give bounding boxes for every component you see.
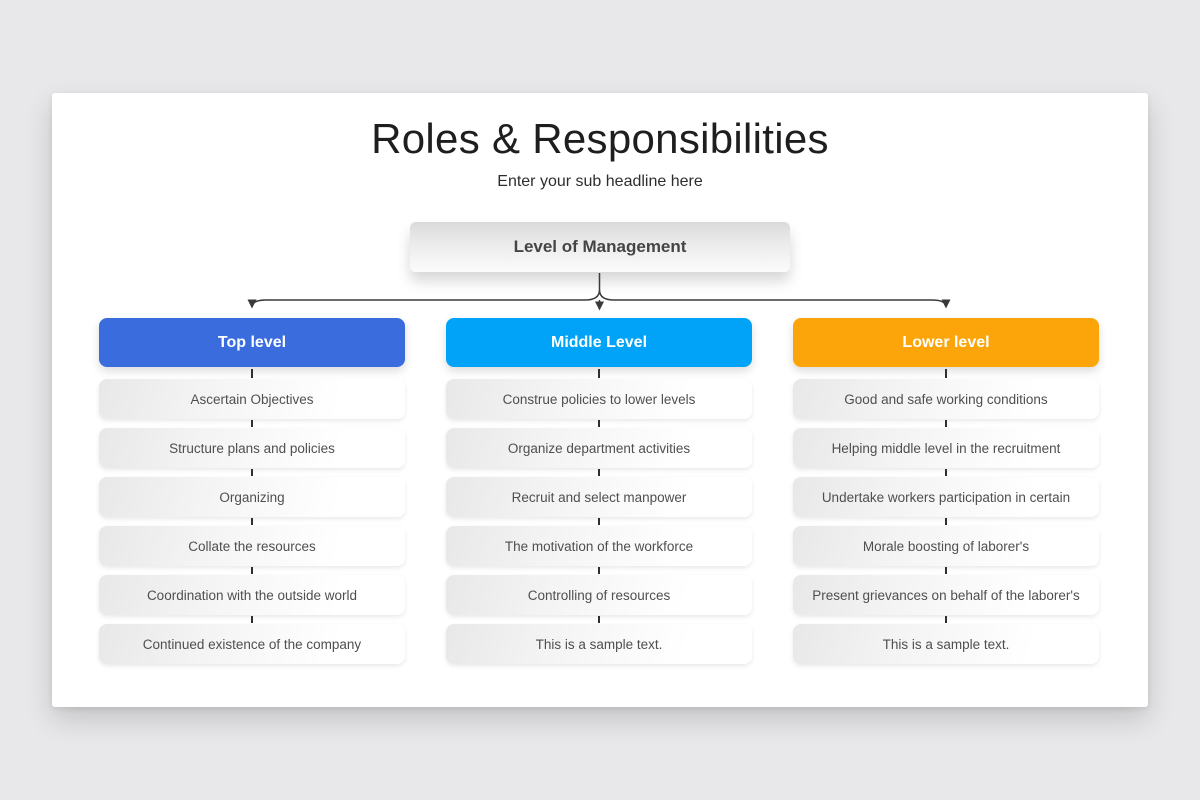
slide: Roles & Responsibilities Enter your sub …: [52, 93, 1148, 707]
list-item: Ascertain Objectives: [99, 379, 405, 419]
list-item: Undertake workers participation in certa…: [793, 477, 1099, 517]
bracket-paths: [247, 273, 951, 311]
connector-gap: [99, 367, 405, 379]
connector-gap: [99, 419, 405, 428]
connector-gap: [99, 517, 405, 526]
dash-connector: [598, 616, 600, 623]
connector-gap: [446, 468, 752, 477]
bracket-connector: [247, 273, 951, 311]
list-item-label: The motivation of the workforce: [504, 538, 694, 554]
list-item-label: Coordination with the outside world: [146, 587, 358, 603]
connector-gap: [446, 419, 752, 428]
list-item: Controlling of resources: [446, 575, 752, 615]
list-item-label: Continued existence of the company: [142, 636, 362, 652]
connector-gap: [793, 468, 1099, 477]
dash-connector: [251, 420, 253, 427]
list-item-label: Undertake workers participation in certa…: [821, 489, 1071, 505]
dash-connector: [945, 616, 947, 623]
list-item: Continued existence of the company: [99, 624, 405, 664]
connector-gap: [446, 566, 752, 575]
column-header-middle-level: Middle Level: [446, 318, 752, 367]
list-item: This is a sample text.: [793, 624, 1099, 664]
list-item: Organize department activities: [446, 428, 752, 468]
column-top-level: Top level Ascertain Objectives Structure…: [99, 318, 405, 664]
connector-gap: [793, 419, 1099, 428]
column-header-label: Top level: [217, 333, 287, 351]
list-item-label: Collate the resources: [188, 538, 316, 554]
list-item-label: Helping middle level in the recruitment: [831, 440, 1061, 456]
connector-gap: [99, 615, 405, 624]
list-item: Recruit and select manpower: [446, 477, 752, 517]
column-header-lower-level: Lower level: [793, 318, 1099, 367]
list-item: Construe policies to lower levels: [446, 379, 752, 419]
connector-gap: [446, 367, 752, 379]
root-box-label: Level of Management: [513, 237, 687, 256]
connector-gap: [793, 367, 1099, 379]
dash-connector: [251, 469, 253, 476]
list-item-label: Morale boosting of laborer's: [862, 538, 1030, 554]
connector-gap: [793, 517, 1099, 526]
list-item-label: This is a sample text.: [535, 636, 663, 652]
dash-connector: [251, 518, 253, 525]
connector-gap: [793, 566, 1099, 575]
dash-connector: [598, 368, 600, 378]
column-header-label: Lower level: [902, 333, 990, 351]
connector-gap: [793, 615, 1099, 624]
list-item: Helping middle level in the recruitment: [793, 428, 1099, 468]
list-item: This is a sample text.: [446, 624, 752, 664]
list-item-label: This is a sample text.: [882, 636, 1010, 652]
list-item: Good and safe working conditions: [793, 379, 1099, 419]
list-item-label: Good and safe working conditions: [844, 391, 1048, 407]
dash-connector: [598, 567, 600, 574]
connector-right-branch: [598, 289, 951, 309]
root-box: Level of Management: [410, 222, 790, 272]
list-item-label: Organize department activities: [507, 440, 691, 456]
connector-gap: [99, 468, 405, 477]
list-item-label: Ascertain Objectives: [190, 391, 314, 407]
dash-connector: [945, 469, 947, 476]
dash-connector: [251, 368, 253, 378]
list-item: Present grievances on behalf of the labo…: [793, 575, 1099, 615]
list-item: Morale boosting of laborer's: [793, 526, 1099, 566]
list-item-label: Recruit and select manpower: [511, 489, 687, 505]
connector-gap: [446, 615, 752, 624]
dash-connector: [598, 469, 600, 476]
column-header-label: Middle Level: [550, 333, 648, 351]
slide-subtitle: Enter your sub headline here: [497, 173, 703, 190]
list-item: The motivation of the workforce: [446, 526, 752, 566]
dash-connector: [251, 567, 253, 574]
list-item-label: Controlling of resources: [527, 587, 671, 603]
list-item: Organizing: [99, 477, 405, 517]
column-middle-level: Middle Level Construe policies to lower …: [446, 318, 752, 664]
dash-connector: [598, 518, 600, 525]
connector-gap: [446, 517, 752, 526]
list-item-label: Organizing: [219, 489, 285, 505]
list-item-label: Structure plans and policies: [169, 440, 335, 456]
connector-left-branch: [247, 289, 601, 309]
list-item: Collate the resources: [99, 526, 405, 566]
dash-connector: [598, 420, 600, 427]
list-item-label: Construe policies to lower levels: [502, 391, 696, 407]
list-item: Coordination with the outside world: [99, 575, 405, 615]
dash-connector: [945, 420, 947, 427]
dash-connector: [945, 518, 947, 525]
dash-connector: [945, 567, 947, 574]
dash-connector: [251, 616, 253, 623]
dash-connector: [945, 368, 947, 378]
slide-title: Roles & Responsibilities: [371, 115, 829, 162]
list-item-label: Present grievances on behalf of the labo…: [812, 587, 1080, 603]
connector-gap: [99, 566, 405, 575]
column-lower-level: Lower level Good and safe working condit…: [793, 318, 1099, 664]
list-item: Structure plans and policies: [99, 428, 405, 468]
column-header-top-level: Top level: [99, 318, 405, 367]
